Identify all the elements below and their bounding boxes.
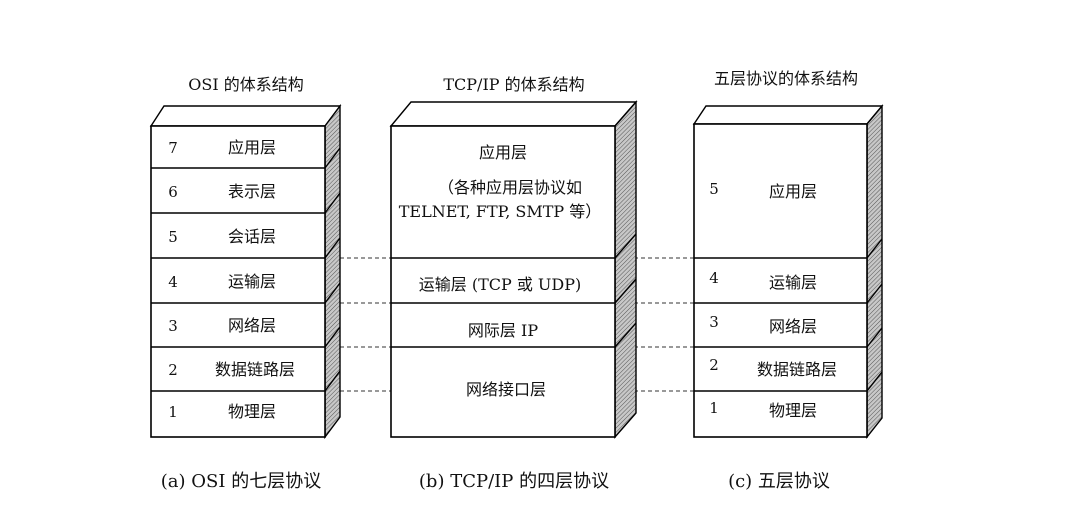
- osi-layer-name: 网络层: [228, 316, 276, 335]
- five-stack: 5 应用层 4 运输层 3 网络层 2 数据链路层 1 物理层: [692, 104, 884, 440]
- osi-front-face: [150, 125, 326, 438]
- tcpip-transport-layer: 运输层 (TCP 或 UDP): [419, 275, 582, 294]
- osi-top-face: [149, 105, 342, 127]
- osi-layer-number: 5: [168, 228, 178, 246]
- tcpip-heading: TCP/IP 的体系结构: [443, 75, 584, 94]
- osi-layer-3: 3 网络层: [168, 316, 276, 335]
- five-layer-1: 1 物理层: [709, 399, 817, 420]
- tcpip-layer-name: 网络接口层: [466, 380, 546, 399]
- osi-layer-number: 4: [168, 273, 178, 291]
- tcpip-front-face: [390, 125, 616, 438]
- tcpip-layer-name: 运输层 (TCP 或 UDP): [419, 275, 582, 294]
- tcpip-side-face: [614, 100, 637, 439]
- five-layer-number: 1: [709, 399, 719, 417]
- osi-caption: (a) OSI 的七层协议: [161, 471, 321, 492]
- five-heading: 五层协议的体系结构: [714, 69, 858, 88]
- osi-heading: OSI 的体系结构: [188, 75, 304, 94]
- tcpip-layer-detail: （各种应用层协议如: [438, 178, 582, 197]
- osi-layer-name: 运输层: [228, 272, 276, 291]
- osi-layer-name: 数据链路层: [215, 360, 295, 379]
- five-front-face: [693, 123, 868, 438]
- five-layer-5: 5 应用层: [709, 180, 817, 201]
- osi-layer-name: 表示层: [228, 182, 276, 201]
- five-top-face: [692, 105, 884, 125]
- five-layer-2: 2 数据链路层: [709, 356, 837, 379]
- osi-layer-number: 2: [168, 361, 178, 379]
- five-layer-4: 4 运输层: [709, 269, 817, 292]
- osi-layer-number: 6: [168, 183, 178, 201]
- osi-layer-name: 物理层: [228, 402, 276, 421]
- five-layer-number: 4: [709, 269, 719, 287]
- osi-layer-7: 7 应用层: [168, 138, 276, 157]
- osi-layer-4: 4 运输层: [168, 272, 276, 291]
- osi-layer-1: 1 物理层: [168, 402, 276, 421]
- five-layer-name: 应用层: [769, 182, 817, 201]
- five-layer-number: 5: [709, 180, 719, 198]
- tcpip-stack: 应用层 （各种应用层协议如 TELNET, FTP, SMTP 等） 运输层 (…: [389, 100, 638, 439]
- tcpip-layer-name: 应用层: [479, 143, 527, 162]
- tcpip-layer-detail: TELNET, FTP, SMTP 等）: [399, 202, 602, 221]
- osi-layer-6: 6 表示层: [168, 182, 276, 201]
- tcpip-internet-layer: 网际层 IP: [468, 321, 538, 340]
- tcpip-caption: (b) TCP/IP 的四层协议: [419, 471, 609, 492]
- five-layer-name: 物理层: [769, 401, 817, 420]
- tcpip-top-face: [389, 101, 638, 127]
- osi-stack: 7 应用层 6 表示层 5 会话层 4 运输层 3 网络层 2 数据链路层 1 …: [149, 103, 342, 440]
- five-layer-3: 3 网络层: [709, 313, 817, 336]
- osi-layer-number: 3: [168, 317, 178, 335]
- five-caption: (c) 五层协议: [728, 471, 830, 492]
- five-layer-name: 网络层: [769, 317, 817, 336]
- osi-layer-number: 1: [168, 403, 178, 421]
- five-layer-number: 3: [709, 313, 719, 331]
- five-layer-name: 运输层: [769, 273, 817, 292]
- osi-layer-name: 会话层: [228, 227, 276, 246]
- tcpip-layer-name: 网际层 IP: [468, 321, 538, 340]
- osi-layer-name: 应用层: [228, 138, 276, 157]
- five-layer-name: 数据链路层: [757, 360, 837, 379]
- tcpip-network-interface-layer: 网络接口层: [466, 380, 546, 399]
- osi-layer-5: 5 会话层: [168, 227, 276, 246]
- osi-layer-2: 2 数据链路层: [168, 360, 295, 379]
- tcpip-application-layer: 应用层 （各种应用层协议如 TELNET, FTP, SMTP 等）: [399, 143, 602, 221]
- five-layer-number: 2: [709, 356, 719, 374]
- osi-layer-number: 7: [168, 139, 178, 157]
